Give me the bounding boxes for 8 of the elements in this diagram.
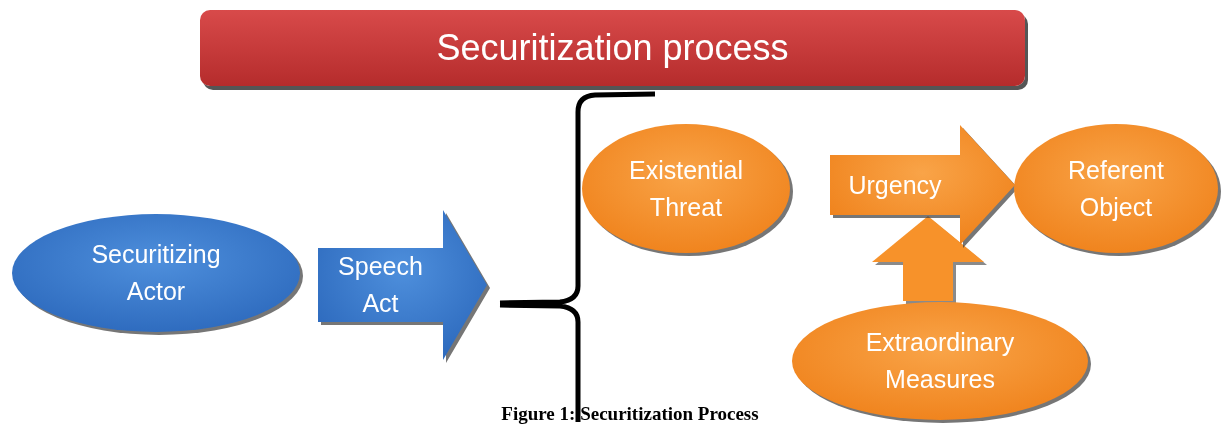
block-arrow <box>872 216 984 301</box>
node-label: Securitizing Actor <box>90 239 222 307</box>
node-label: Speech Act <box>337 251 424 319</box>
node-label: Referent Object <box>1067 154 1165 223</box>
node-label: Urgency <box>848 169 942 201</box>
figure-caption: Figure 1: Securitization Process <box>500 403 760 425</box>
node-label: Extraordinary Measures <box>864 327 1016 395</box>
node-label: Existential Threat <box>628 154 744 223</box>
